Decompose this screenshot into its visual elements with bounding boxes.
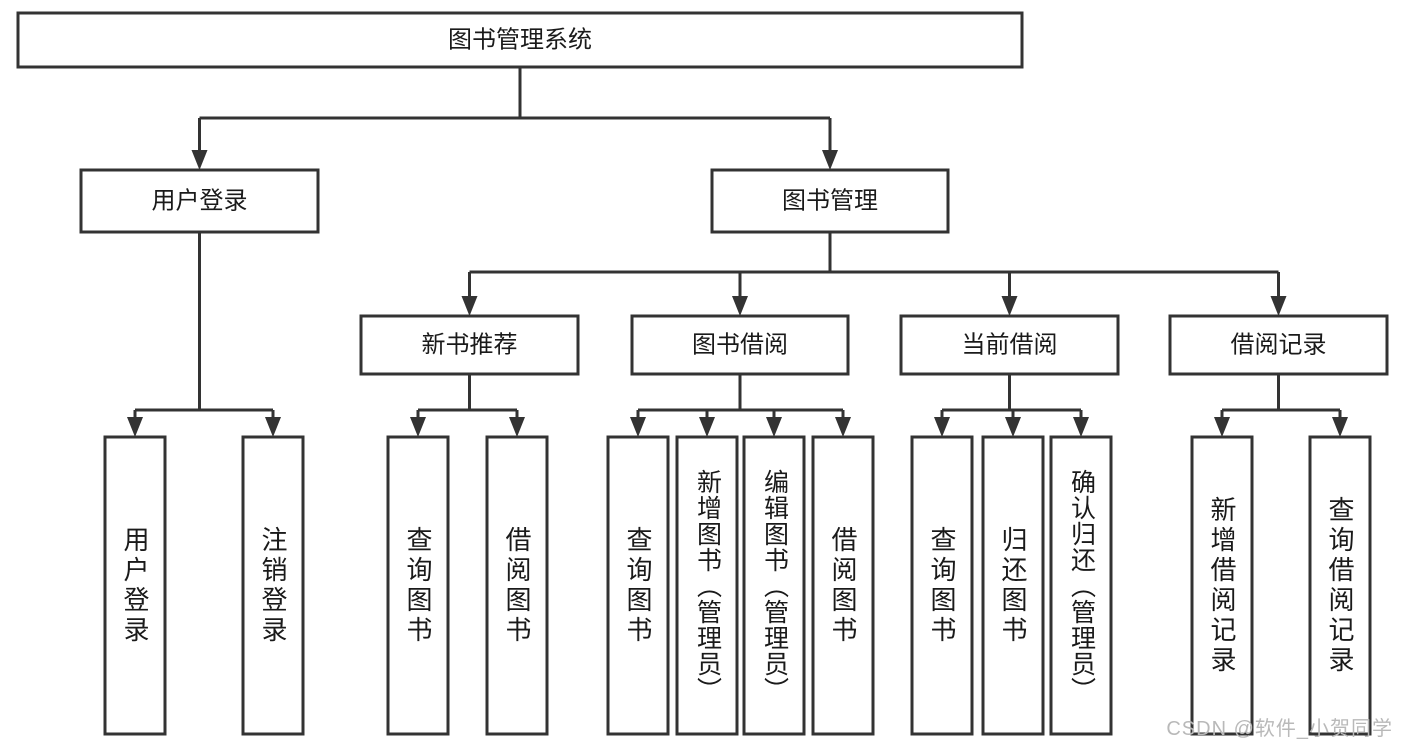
leaf-arrow-12-head (1332, 417, 1348, 437)
connector-layer (127, 67, 1348, 437)
leaf-arrow-11-head (1214, 417, 1230, 437)
leaf-node-box-3[interactable] (485, 435, 549, 736)
level3-node-box-3[interactable] (1168, 314, 1389, 376)
level3-node-label-0: 新书推荐 (422, 331, 518, 358)
leaf-node-box-4[interactable] (606, 435, 670, 736)
level3-arrow-0-head (461, 296, 478, 316)
leaf-node-box-8[interactable] (910, 435, 974, 736)
level2-node-box-0[interactable] (79, 168, 320, 234)
level3-node-box-0[interactable] (359, 314, 580, 376)
level2-node-label-0: 用户登录 (152, 187, 248, 214)
level3-node-label-2: 当前借阅 (962, 331, 1058, 358)
leaf-node-box-10[interactable] (1049, 435, 1113, 736)
leaf-node-box-0[interactable] (103, 435, 167, 736)
leaf-arrow-1-head (265, 417, 281, 437)
level3-node-box-1[interactable] (630, 314, 850, 376)
level2-node-label-1: 图书管理 (782, 187, 878, 214)
leaf-node-box-12[interactable] (1308, 435, 1372, 736)
node-box-layer (16, 11, 1389, 736)
leaf-arrow-10-head (1073, 417, 1089, 437)
level3-node-label-3: 借阅记录 (1231, 331, 1327, 358)
level2-arrow-1-head (822, 150, 838, 170)
watermark-text: CSDN @软件_小贺同学 (1166, 718, 1393, 740)
level3-node-label-1: 图书借阅 (692, 331, 788, 358)
leaf-node-box-7[interactable] (811, 435, 875, 736)
level2-arrow-0-head (191, 150, 208, 170)
level3-node-box-2[interactable] (899, 314, 1120, 376)
level3-arrow-1-head (732, 296, 748, 316)
leaf-arrow-5-head (699, 417, 715, 437)
leaf-node-box-2[interactable] (386, 435, 450, 736)
leaf-arrow-7-head (835, 417, 851, 437)
level2-node-box-1[interactable] (710, 168, 950, 234)
level3-arrow-2-head (1001, 296, 1018, 316)
leaf-arrow-8-head (934, 417, 950, 437)
leaf-arrow-0-head (127, 417, 143, 437)
leaf-arrow-6-head (766, 417, 782, 437)
leaf-arrow-4-head (630, 417, 646, 437)
leaf-node-box-9[interactable] (981, 435, 1045, 736)
level3-arrow-3-head (1270, 296, 1287, 316)
leaf-arrow-3-head (509, 417, 525, 437)
root-node-box[interactable] (16, 11, 1024, 69)
leaf-node-box-5[interactable] (675, 435, 739, 736)
root-node-label: 图书管理系统 (448, 26, 592, 53)
leaf-arrow-9-head (1005, 417, 1021, 437)
leaf-node-box-1[interactable] (241, 435, 305, 736)
leaf-node-box-6[interactable] (742, 435, 806, 736)
leaf-arrow-2-head (410, 417, 426, 437)
leaf-node-box-11[interactable] (1190, 435, 1254, 736)
